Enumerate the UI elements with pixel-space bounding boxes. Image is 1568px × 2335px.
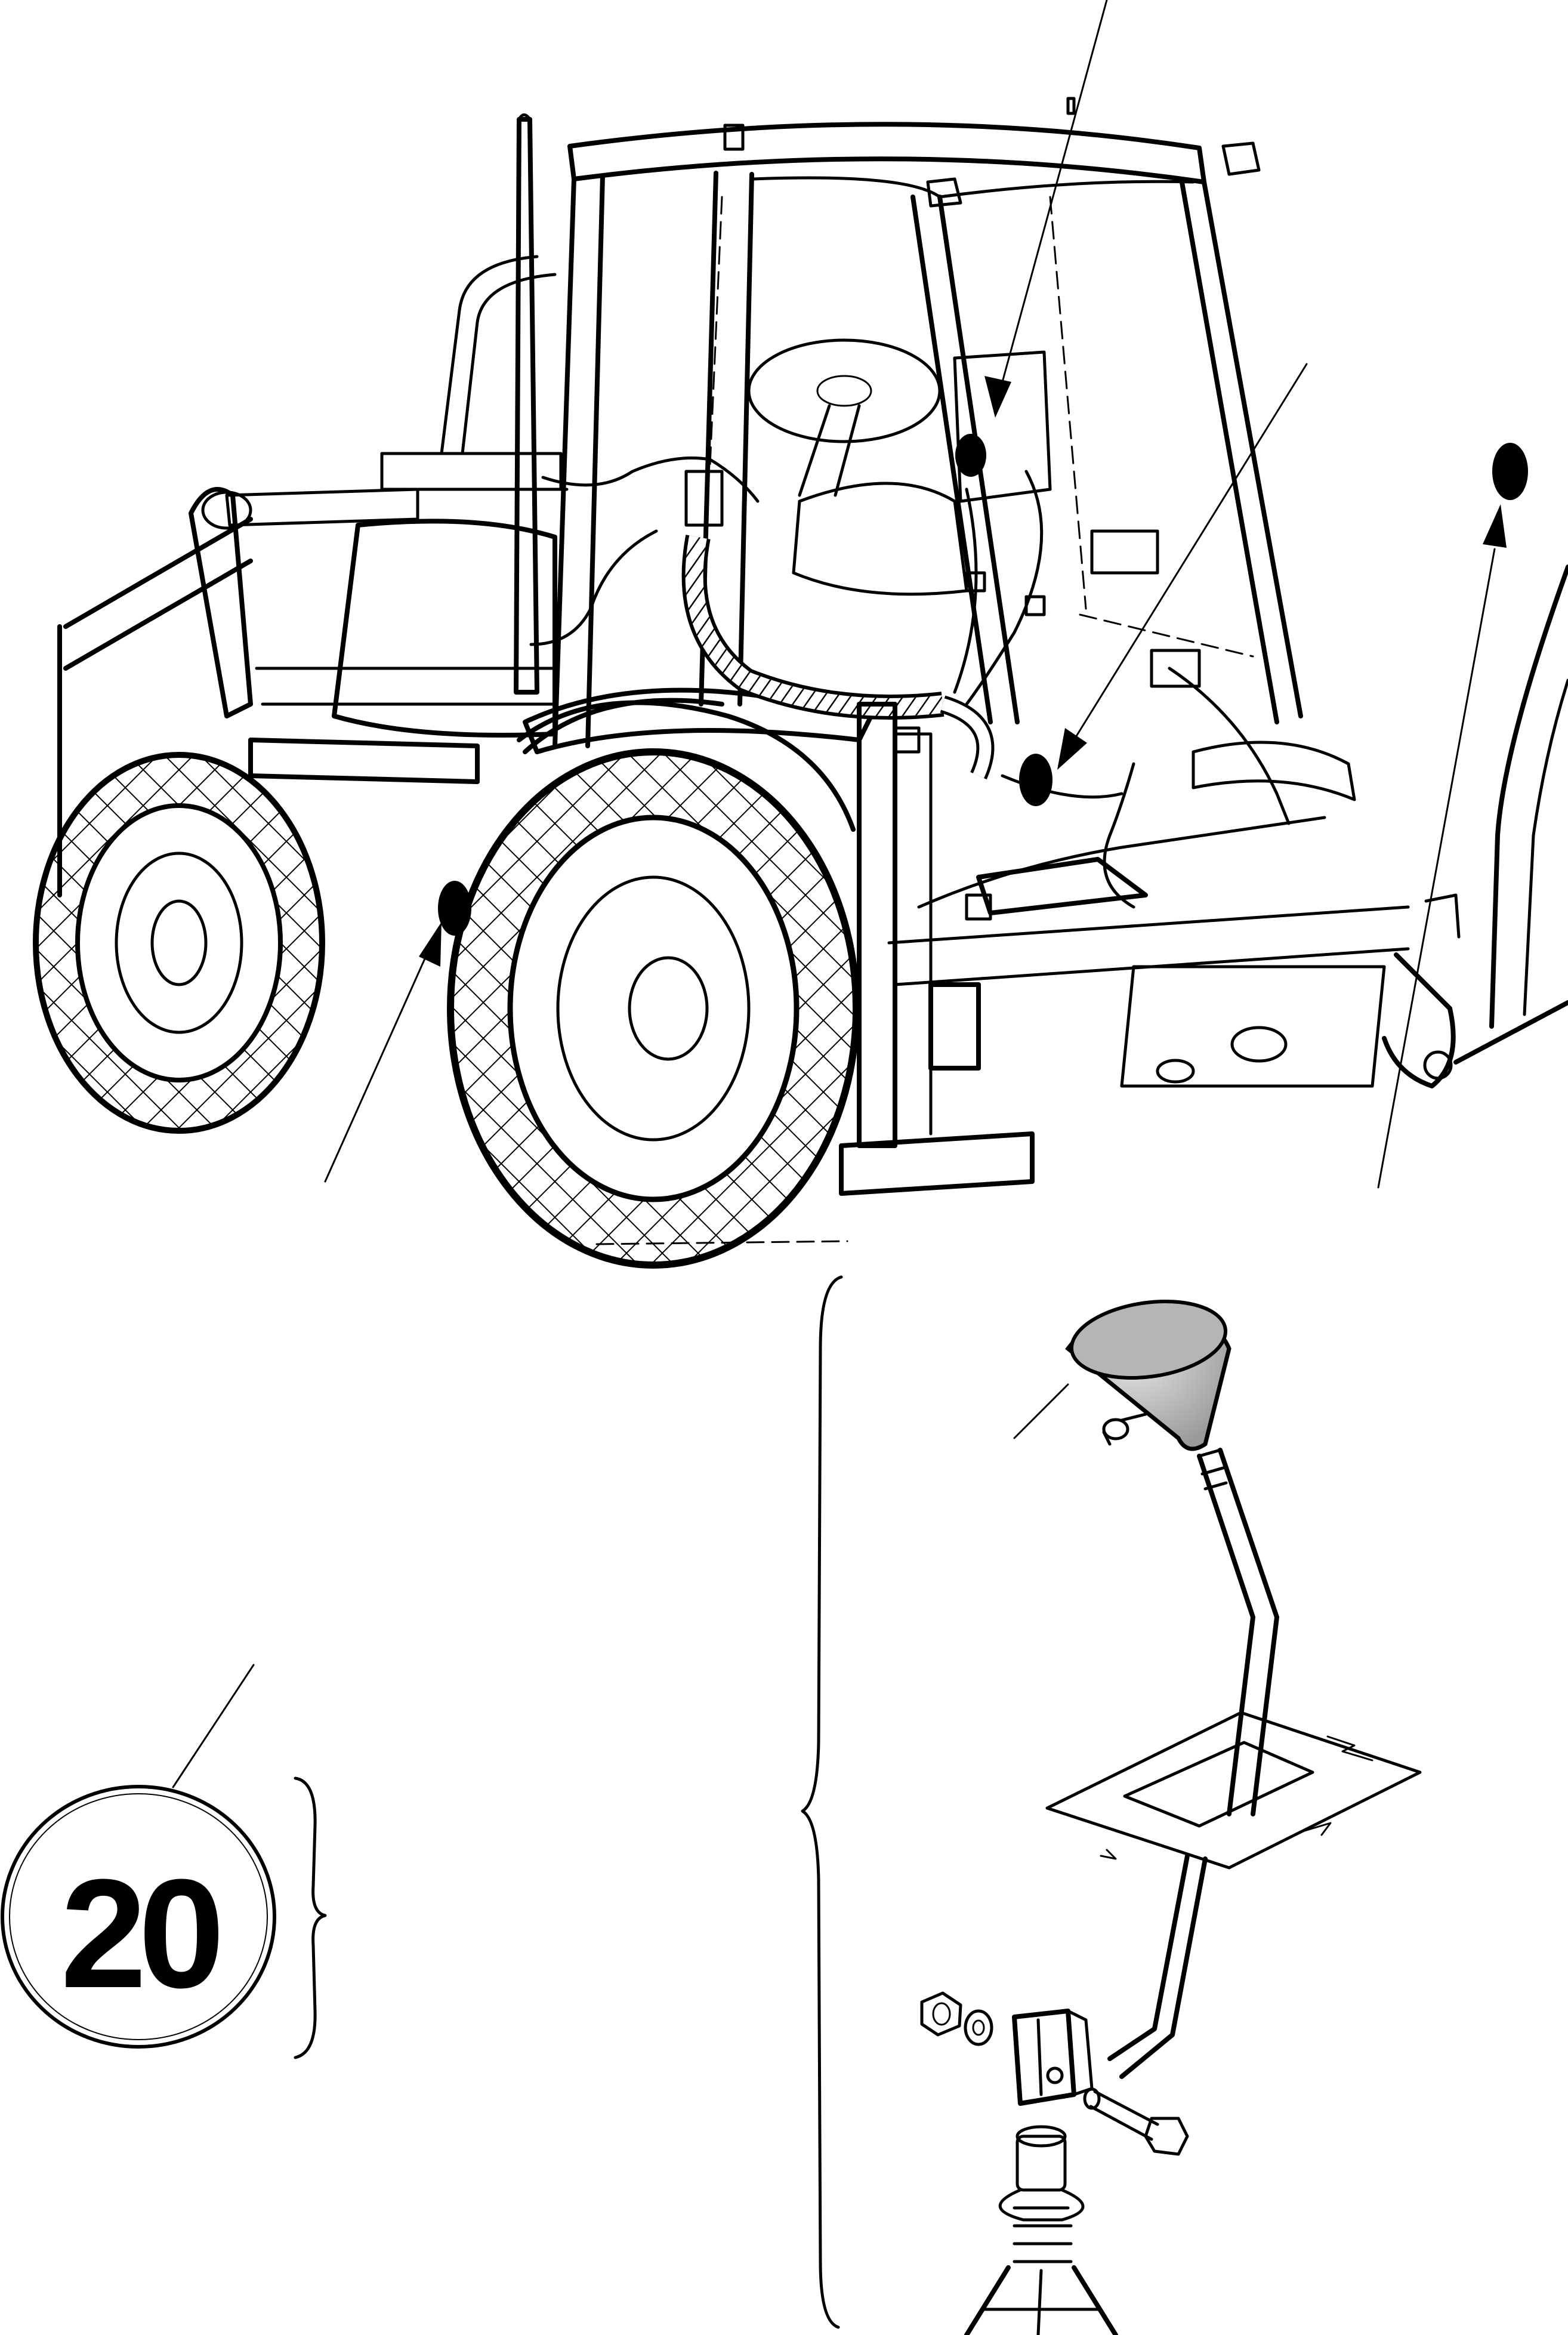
- gear-lever-knob: [1013, 1299, 1231, 1451]
- callout-badge: 20: [1, 1664, 276, 2049]
- steering-and-seat: [747, 338, 1052, 596]
- gear-lever-assembly: [920, 1299, 1422, 2335]
- floor-plate-gaiter: [1045, 1711, 1422, 1870]
- location-marker: [1019, 754, 1052, 806]
- nut: [920, 1991, 962, 2037]
- lever-clamp-block: [1012, 2009, 1094, 2106]
- gearbox-selector-housing: [964, 2125, 1118, 2335]
- rear-chassis: [709, 196, 1568, 1196]
- cab: [440, 97, 1303, 748]
- exhaust-stack: [514, 113, 539, 695]
- small-brace: [294, 1776, 327, 2059]
- washer: [964, 2009, 993, 2046]
- location-marker: [1492, 443, 1528, 500]
- callout-number: 20: [60, 1847, 218, 2021]
- location-markers: [324, 0, 1528, 1189]
- location-marker: [955, 434, 986, 477]
- backhoe-loader: [33, 0, 1568, 1269]
- rear-wheel: [447, 700, 860, 1269]
- location-marker: [438, 881, 471, 936]
- body: [255, 519, 873, 754]
- wiring-harness: [529, 456, 1326, 921]
- large-brace: [801, 1275, 843, 2329]
- clamp-bolt: [1083, 2087, 1189, 2156]
- front-wheel: [33, 752, 325, 1134]
